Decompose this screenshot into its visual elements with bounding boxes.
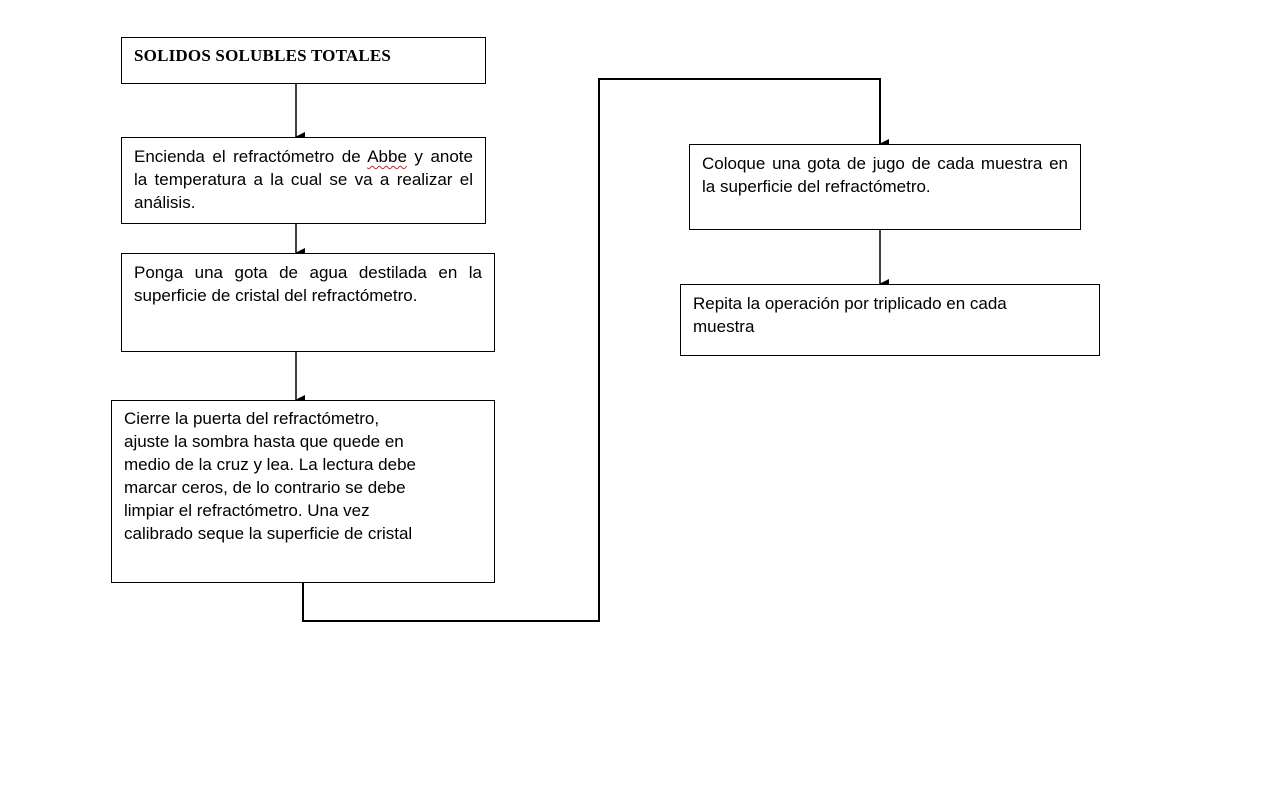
step-1-text-before: Encienda el refractómetro de — [134, 147, 368, 166]
step-3-line-3: medio de la cruz y lea. La lectura debe — [124, 455, 417, 474]
connector-step3-to-step4 — [302, 78, 889, 622]
step-4-box: Coloque una gota de jugo de cada muestra… — [689, 144, 1081, 230]
flowchart-title: SOLIDOS SOLUBLES TOTALES — [134, 46, 392, 65]
step-1-flagged-word: Abbe — [367, 147, 407, 166]
step-2-box: Ponga una gota de agua destilada en la s… — [121, 253, 495, 352]
step-4-text: Coloque una gota de jugo de cada muestra… — [702, 154, 1068, 196]
step-5-line-1: Repita la operación por triplicado en ca… — [693, 294, 1007, 313]
step-3-line-1: Cierre la puerta del refractómetro, — [124, 409, 380, 428]
step-1-text: Encienda el refractómetro de Abbe y anot… — [134, 145, 473, 214]
step-3-box: Cierre la puerta del refractómetro, ajus… — [111, 400, 495, 583]
step-3-line-6: calibrado seque la superficie de cristal — [124, 524, 413, 543]
step-1-text-after: y anote la temperatura a la cual se va a… — [134, 147, 473, 212]
step-1-box: Encienda el refractómetro de Abbe y anot… — [121, 137, 486, 224]
step-3-line-2: ajuste la sombra hasta que quede en — [124, 432, 404, 451]
title-box: SOLIDOS SOLUBLES TOTALES — [121, 37, 486, 84]
step-5-line-2: muestra — [693, 317, 755, 336]
step-5-box: Repita la operación por triplicado en ca… — [680, 284, 1100, 356]
step-2-text: Ponga una gota de agua destilada en la s… — [134, 263, 482, 305]
step-3-line-5: limpiar el refractómetro. Una vez — [124, 501, 370, 520]
step-3-line-4: marcar ceros, de lo contrario se debe — [124, 478, 406, 497]
